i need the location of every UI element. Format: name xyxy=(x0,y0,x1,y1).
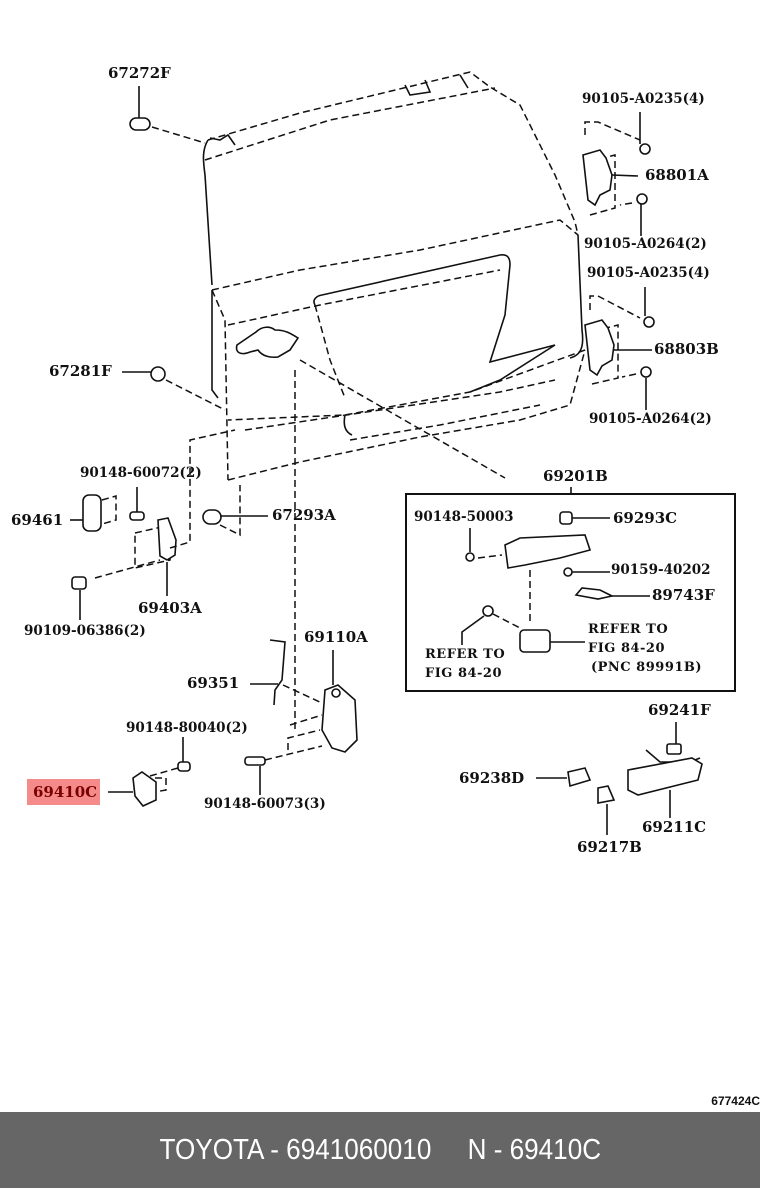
back-door-panel xyxy=(202,71,586,481)
cushion-67272F xyxy=(129,117,151,131)
part-label-89743F[interactable]: 89743F xyxy=(652,586,715,604)
part-label-90105-A0264-lower[interactable]: 90105-A0264(2) xyxy=(589,411,712,427)
refer-note-2-line2: FIG 84-20 xyxy=(588,641,666,656)
connector-69241F xyxy=(666,743,682,755)
part-label-68801A[interactable]: 68801A xyxy=(645,166,709,184)
outside-handle-group xyxy=(536,722,703,835)
striker-69410C[interactable] xyxy=(132,771,157,807)
part-label-69211C[interactable]: 69211C xyxy=(642,818,707,836)
part-label-69461[interactable]: 69461 xyxy=(11,511,64,529)
part-label-90159-40202[interactable]: 90159-40202 xyxy=(611,562,711,578)
figure-id: 677424C xyxy=(711,1094,760,1108)
refer-note-1-line2: FIG 84-20 xyxy=(425,666,503,681)
part-label-67293A[interactable]: 67293A xyxy=(272,506,336,524)
cushion-67293A xyxy=(202,509,222,525)
part-label-90105-A0235-upper[interactable]: 90105-A0235(4) xyxy=(582,91,705,107)
bolt-90148-80040 xyxy=(177,761,191,772)
parts-diagram: 67272F 90105-A0235(4) 68801A 90105-A0264… xyxy=(11,64,736,856)
refer-note-2-line3: (PNC 89991B) xyxy=(591,660,703,675)
part-label-69238D[interactable]: 69238D xyxy=(459,769,525,787)
footer-bar: TOYOTA - 6941060010 N - 69410C xyxy=(0,1112,760,1188)
part-label-69241F[interactable]: 69241F xyxy=(648,701,711,719)
refer-note-2-line1: REFER TO xyxy=(588,622,669,637)
part-label-67272F[interactable]: 67272F xyxy=(108,64,171,82)
part-label-90148-50003[interactable]: 90148-50003 xyxy=(414,509,514,525)
part-label-90148-60073[interactable]: 90148-60073(3) xyxy=(204,796,326,812)
lock-69110A xyxy=(264,650,358,761)
part-label-69293C[interactable]: 69293C xyxy=(613,509,678,527)
part-label-69410C-highlighted[interactable]: 69410C xyxy=(27,779,101,805)
hinge-68801A xyxy=(582,112,651,236)
diagram-drawing xyxy=(70,71,736,835)
part-label-90148-80040[interactable]: 90148-80040(2) xyxy=(126,720,248,736)
part-label-69201B[interactable]: 69201B xyxy=(543,467,608,485)
part-label-69110A[interactable]: 69110A xyxy=(304,628,368,646)
part-label-69217B[interactable]: 69217B xyxy=(577,838,642,856)
part-label-90105-A0235-lower[interactable]: 90105-A0235(4) xyxy=(587,265,710,281)
part-label-69403A[interactable]: 69403A xyxy=(138,599,202,617)
part-label-90105-A0264-upper[interactable]: 90105-A0264(2) xyxy=(584,236,707,252)
gasket-69238D xyxy=(567,767,592,788)
part-label-90148-60072[interactable]: 90148-60072(2) xyxy=(80,465,202,481)
part-label-90109-06386[interactable]: 90109-06386(2) xyxy=(24,623,146,639)
cap-69217B xyxy=(597,785,616,804)
footer-part-info: TOYOTA - 6941060010 N - 69410C xyxy=(159,1133,601,1166)
leader-to-69201B xyxy=(299,359,506,479)
bolt-90109-06386 xyxy=(71,576,87,590)
refer-note-1-line1: REFER TO xyxy=(425,647,506,662)
handle-frame-69201B xyxy=(461,511,650,653)
hinge-68803B xyxy=(584,287,655,410)
rod-69351 xyxy=(269,639,286,706)
part-label-67281F[interactable]: 67281F xyxy=(49,362,112,380)
handle-69211C xyxy=(627,757,703,796)
cushion-67281F xyxy=(150,366,166,382)
striker-69403A xyxy=(157,517,177,561)
bolt-90148-60073 xyxy=(244,756,266,766)
part-label-68803B[interactable]: 68803B xyxy=(654,340,719,358)
part-label-69351[interactable]: 69351 xyxy=(187,674,240,692)
striker-plate-69461 xyxy=(82,494,102,532)
